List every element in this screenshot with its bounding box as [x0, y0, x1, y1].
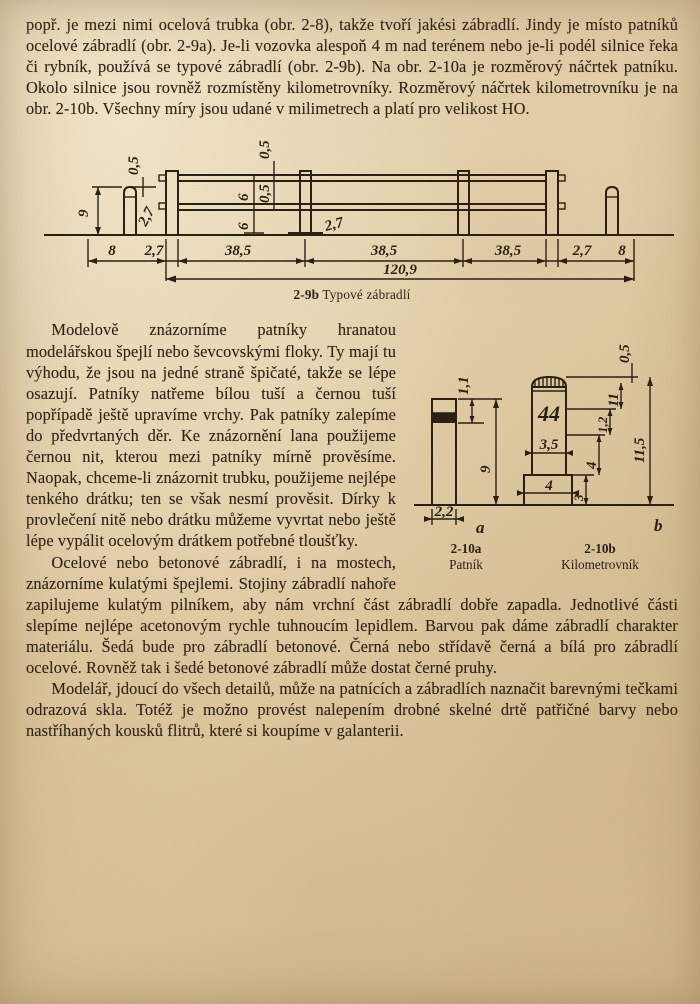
- label-b: b: [654, 516, 663, 535]
- paragraph-top: popř. je mezi nimi ocelová trubka (obr. …: [26, 15, 678, 119]
- dim-chain-385-b: 38,5: [370, 243, 398, 259]
- figure-captions-2-10: 2-10a Patník 2-10b Kilometrovník: [410, 541, 678, 573]
- dim-km-upper-width: 3,5: [539, 437, 559, 453]
- label-a: a: [476, 518, 485, 537]
- paragraph-middle: Modelově znázorníme patníky hranatou mod…: [26, 320, 396, 551]
- rail-drawing: 9 0,5 2,7 6 6 0,5 0,5: [44, 140, 674, 283]
- dim-km-base-height: 3: [571, 494, 586, 502]
- dim-27-left: 2,7: [135, 205, 159, 230]
- dim-patnik-head: 1,1: [456, 377, 472, 396]
- figure-typove-zabradli: 9 0,5 2,7 6 6 0,5 0,5: [26, 131, 678, 283]
- caption-title-2-9b: Typové zábradlí: [322, 287, 411, 303]
- dim-patnik-height: 9: [478, 465, 494, 473]
- dim-km-cap: 0,5: [617, 344, 633, 363]
- dim-chain-385-a: 38,5: [224, 243, 252, 259]
- paragraph-lower: Ocelové nebo betonové zábradlí, i na mos…: [26, 552, 678, 677]
- dim-chain-27-left: 2,7: [144, 243, 164, 259]
- dim-km-base-width: 4: [544, 478, 553, 494]
- caption-title-2-10a: Patník: [449, 557, 483, 573]
- dim-6-upper: 6: [236, 193, 252, 201]
- text-figure-flow: 1,1 9 2,2 a: [26, 319, 678, 678]
- figure-caption-2-10a: 2-10a Patník: [449, 541, 483, 573]
- caption-number-2-10b: 2-10b: [584, 541, 616, 557]
- dim-km-mid-height: 4: [584, 461, 600, 470]
- figure-caption-2-9b: 2-9b Typové zábradlí: [26, 287, 678, 303]
- caption-number-2-9b: 2-9b: [293, 287, 320, 303]
- dim-chain-27-right: 2,7: [572, 243, 592, 259]
- dim-total: 120,9: [383, 262, 417, 278]
- dim-05-top: 0,5: [257, 140, 273, 159]
- dim-km-top-band: 1,2: [595, 417, 610, 434]
- dim-chain-8-left: 8: [108, 243, 116, 259]
- dim-6-lower: 6: [236, 222, 252, 230]
- dim-chain-8-right: 8: [618, 243, 626, 259]
- figures-patnik-kilometrovnik: 1,1 9 2,2 a: [410, 323, 678, 573]
- caption-title-2-10b: Kilometrovník: [561, 557, 639, 573]
- dim-27-mid: 2,7: [322, 215, 346, 235]
- dim-km-total: 11,5: [632, 438, 648, 464]
- kilometrovnik-number: 44: [537, 401, 560, 426]
- caption-number-2-10a: 2-10a: [450, 541, 482, 557]
- dim-km-body-height: 11: [606, 393, 622, 407]
- dim-chain-385-c: 38,5: [494, 243, 522, 259]
- dim-9-left: 9: [76, 209, 92, 217]
- patnik-kilometrovnik-drawing: 1,1 9 2,2 a: [414, 344, 674, 537]
- paragraph-last: Modelář, jdoucí do všech detailů, může n…: [26, 679, 678, 741]
- dim-patnik-width: 2,2: [434, 504, 454, 520]
- dim-05-rail: 0,5: [257, 184, 273, 203]
- figure-caption-2-10b: 2-10b Kilometrovník: [561, 541, 639, 573]
- dim-05-left: 0,5: [126, 156, 142, 175]
